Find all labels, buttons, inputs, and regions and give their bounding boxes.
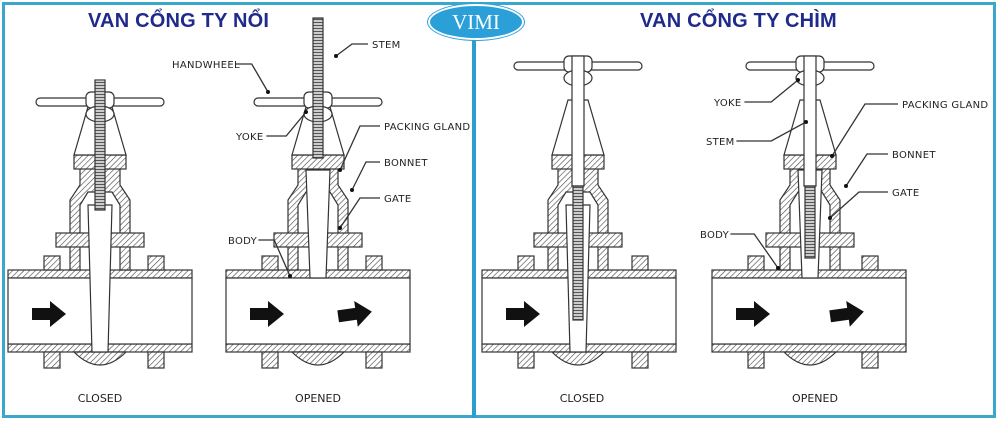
callout-arrowhead	[334, 54, 338, 58]
callout-label-packing-gland: PACKING GLAND	[902, 100, 988, 111]
callout-arrowhead	[338, 168, 342, 172]
callout-label-yoke: YOKE	[235, 132, 264, 143]
valve-opened-rising-0-1: OPENED	[225, 17, 411, 405]
stem-threaded	[312, 17, 324, 159]
callout-label-body: BODY	[228, 236, 258, 247]
valve-body	[287, 167, 349, 271]
callout-arrowhead	[830, 154, 834, 158]
stem-threaded	[94, 79, 106, 211]
flange-bottom	[747, 351, 765, 369]
callout-leader	[831, 103, 898, 157]
callout-arrowhead	[288, 274, 292, 278]
stem-thread-section	[804, 185, 816, 259]
logo-text: VIMI	[452, 9, 500, 34]
callout-arrowhead	[828, 216, 832, 220]
non-rising-stem-title: VAN CỔNG TY CHÌM	[640, 10, 837, 32]
callout-leader	[266, 111, 307, 137]
callout-arrowhead	[304, 110, 308, 114]
callout-label-gate: GATE	[384, 194, 411, 205]
flow-arrow	[829, 300, 864, 327]
vimi-logo: VIMI	[428, 4, 524, 40]
valve-closed-non-rising-1-0: CLOSED	[481, 55, 677, 405]
pipe-wall-bottom	[225, 343, 411, 353]
flange-bottom	[261, 351, 279, 369]
flow-arrow	[32, 301, 66, 327]
panel-divider	[472, 36, 476, 418]
valve-caption-opened: OPENED	[295, 392, 341, 405]
valve-caption-closed: CLOSED	[560, 392, 604, 405]
flow-arrow	[736, 301, 770, 327]
flange-bottom	[517, 351, 535, 369]
callout-leader	[744, 79, 799, 103]
callout-leader	[258, 239, 291, 277]
callout-leader	[351, 161, 380, 191]
valve-body	[547, 167, 609, 271]
flow-arrow	[250, 301, 284, 327]
callout-leader	[339, 197, 380, 229]
callout-leader	[845, 153, 888, 187]
pipe-wall-bottom	[711, 343, 907, 353]
gate-wedge	[305, 169, 331, 279]
callout-label-gate: GATE	[892, 188, 919, 199]
flow-arrow	[337, 300, 372, 327]
callout-label-yoke: YOKE	[713, 98, 742, 109]
seat-bulge	[72, 351, 128, 366]
flange-top	[631, 255, 649, 271]
valve-body	[779, 167, 841, 271]
callout-arrowhead	[776, 266, 780, 270]
valve-body	[69, 167, 131, 271]
callout-arrowhead	[844, 184, 848, 188]
callout-label-stem: STEM	[706, 137, 735, 148]
flange-top	[517, 255, 535, 271]
flange-top	[365, 255, 383, 271]
callout-leader	[730, 233, 779, 269]
stem-plain	[571, 55, 585, 187]
callout-arrowhead	[796, 78, 800, 82]
valve-closed-rising-0-0: CLOSED	[7, 79, 193, 405]
callout-label-bonnet: BONNET	[892, 150, 936, 161]
callout-leader	[335, 43, 368, 57]
flange-bottom	[365, 351, 383, 369]
flange-bottom	[147, 351, 165, 369]
callout-leader	[339, 125, 380, 171]
seat-bulge	[550, 351, 606, 366]
flange-bottom	[43, 351, 61, 369]
flow-arrow	[506, 301, 540, 327]
callout-label-handwheel: HANDWHEEL	[172, 60, 240, 71]
flange-bottom	[631, 351, 649, 369]
flange-top	[747, 255, 765, 271]
callout-leader	[235, 63, 269, 93]
rising-stem-title: VAN CỔNG TY NỔI	[88, 10, 270, 32]
seat-bulge	[290, 351, 346, 366]
seat-bulge	[782, 351, 838, 366]
callout-label-stem: STEM	[372, 40, 401, 51]
flange-top	[261, 255, 279, 271]
stem-thread-section	[572, 185, 584, 321]
flange-top	[43, 255, 61, 271]
valve-caption-closed: CLOSED	[78, 392, 122, 405]
flange-top	[861, 255, 879, 271]
callout-label-bonnet: BONNET	[384, 158, 428, 169]
callout-arrowhead	[350, 188, 354, 192]
flange-top	[147, 255, 165, 271]
callout-label-body: BODY	[700, 230, 730, 241]
gate-wedge	[87, 204, 113, 353]
valve-opened-non-rising-1-1: OPENED	[711, 55, 907, 405]
callout-label-packing-gland: PACKING GLAND	[384, 122, 470, 133]
callout-arrowhead	[804, 120, 808, 124]
callout-leader	[736, 121, 807, 142]
callout-leader	[829, 191, 888, 219]
callout-arrowhead	[266, 90, 270, 94]
callout-arrowhead	[338, 226, 342, 230]
flange-bottom	[861, 351, 879, 369]
valve-caption-opened: OPENED	[792, 392, 838, 405]
